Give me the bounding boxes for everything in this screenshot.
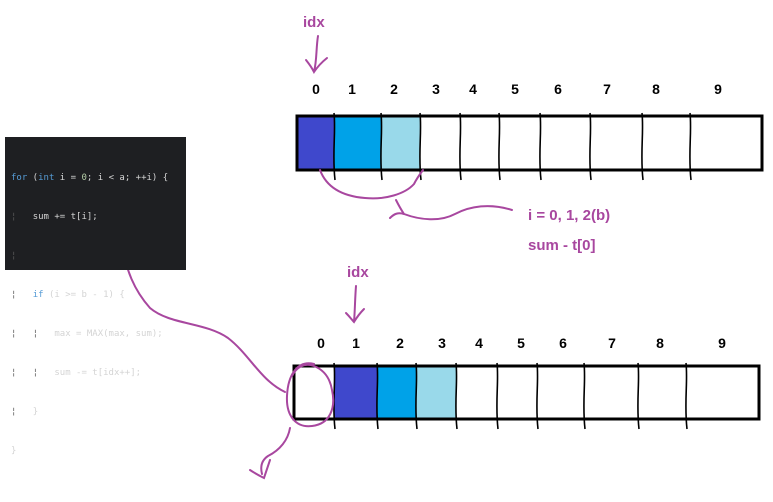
zero-literal: 0 [81, 173, 87, 183]
bottom-array-filled-cell-3 [416, 366, 456, 419]
bottom-array-index-label: 7 [608, 335, 616, 351]
code-text: sum += t[i]; [32, 212, 98, 222]
bottom-array-index-label: 3 [438, 335, 446, 351]
top-array-divider [539, 112, 542, 181]
code-to-array-connector [121, 243, 286, 393]
code-line-4: ¦ if (i >= b - 1) { [11, 290, 125, 300]
top-array-divider [498, 112, 501, 181]
bottom-array-divider [637, 362, 640, 430]
top-array-index-label: 5 [511, 81, 519, 97]
sum-update-note: sum - t[0] [528, 237, 596, 254]
code-line-8: } [11, 445, 186, 458]
top-array-divider [380, 112, 383, 181]
removed-cell-circle [285, 362, 335, 428]
int-keyword: int [38, 173, 55, 183]
bottom-array-divider [455, 362, 458, 430]
top-array-filled-cell-1 [334, 116, 381, 170]
bottom-array-border [292, 364, 761, 421]
top-array-divider [589, 112, 592, 181]
bottom-idx-label: idx [347, 264, 369, 281]
top-array-index-label: 2 [390, 81, 398, 97]
code-text: ; i < a; ++i) { [86, 173, 169, 183]
for-keyword: for [11, 173, 28, 183]
top-array-divider [459, 112, 462, 181]
bottom-array-index-label: 2 [396, 335, 404, 351]
bottom-array-index-label: 9 [718, 335, 726, 351]
bottom-array-index-label: 6 [559, 335, 567, 351]
top-array-index-label: 3 [432, 81, 440, 97]
bottom-array-filled-cell-2 [377, 366, 416, 419]
code-text: sum -= t[idx++]; [54, 368, 142, 378]
code-line-7: ¦ } [11, 407, 39, 417]
bottom-array-divider [415, 362, 418, 430]
code-line-5: ¦ ¦ max = MAX(max, sum); [11, 329, 163, 339]
bottom-array-divider [536, 362, 539, 430]
bottom-array-index-label: 0 [317, 335, 325, 351]
top-array-index-label: 7 [603, 81, 611, 97]
top-array-border [295, 114, 764, 172]
top-array-divider [419, 112, 422, 181]
bottom-array-divider [376, 362, 379, 430]
bottom-array-index-label: 1 [352, 335, 360, 351]
top-array: 0 1 2 3 4 5 6 7 8 9 [295, 81, 764, 181]
code-text: } [11, 446, 17, 456]
top-array-index-label: 6 [554, 81, 562, 97]
code-text: (i >= b - 1) { [43, 290, 125, 300]
top-array-index-label: 0 [312, 81, 320, 97]
removed-cell-arrow [249, 427, 291, 480]
bottom-array-filled-cell-1 [334, 366, 377, 419]
top-range-arrow [389, 199, 513, 221]
code-text: } [32, 407, 39, 417]
code-line-2: ¦ sum += t[i]; [11, 212, 98, 222]
top-array-index-label: 1 [348, 81, 356, 97]
bottom-array: 0 1 2 3 4 5 6 7 8 9 [292, 335, 761, 430]
top-array-divider [689, 112, 692, 181]
top-array-divider [641, 112, 644, 181]
bottom-array-divider [496, 362, 499, 430]
code-snippet: for (int i = 0; i < a; ++i) { ¦ sum += t… [5, 137, 186, 456]
bottom-array-divider [685, 362, 688, 430]
code-line-3: ¦ [11, 251, 17, 261]
code-text: ( [27, 173, 39, 183]
if-keyword: if [32, 290, 44, 300]
top-array-index-label: 8 [652, 81, 660, 97]
top-array-filled-cell-2 [381, 116, 420, 170]
code-line-1: for (int i = 0; i < a; ++i) { [11, 172, 186, 185]
code-text: i = [54, 173, 82, 183]
top-array-index-label: 4 [469, 81, 477, 97]
code-line-6: ¦ ¦ sum -= t[idx++]; [11, 368, 142, 378]
bottom-array-index-label: 5 [517, 335, 525, 351]
loop-range-note: i = 0, 1, 2(b) [528, 207, 610, 224]
code-text: max = MAX(max, sum); [54, 329, 163, 339]
top-idx-label: idx [303, 14, 325, 31]
top-range-brace [319, 169, 424, 200]
bottom-array-divider [583, 362, 586, 430]
top-array-index-label: 9 [714, 81, 722, 97]
top-array-filled-cell-0 [297, 116, 334, 170]
bottom-array-index-label: 4 [475, 335, 483, 351]
bottom-array-index-label: 8 [656, 335, 664, 351]
top-array-divider [333, 112, 336, 181]
bottom-idx-arrow [345, 285, 365, 324]
bottom-array-divider [333, 362, 336, 430]
top-idx-arrow [305, 35, 328, 74]
